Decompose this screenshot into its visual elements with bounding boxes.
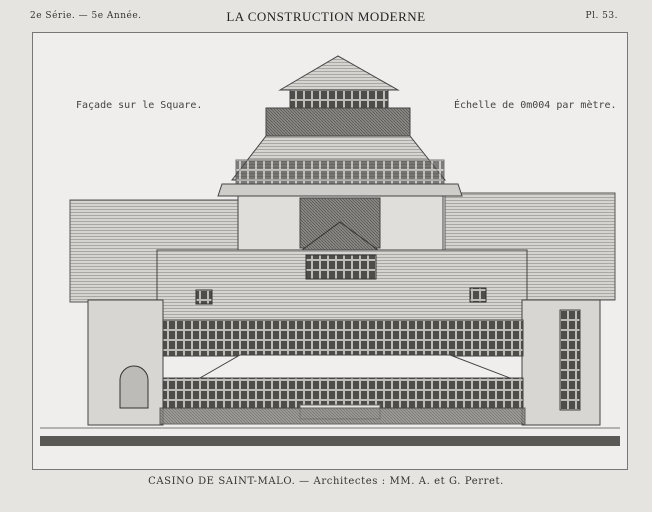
journal-title: LA CONSTRUCTION MODERNE xyxy=(226,9,426,24)
plate-caption: CASINO DE SAINT-MALO. — Architectes : MM… xyxy=(148,476,504,487)
tower-dormer-row xyxy=(235,159,445,185)
veranda-canopy xyxy=(198,354,511,379)
scale-label: Échelle de 0m004 par mètre. xyxy=(454,100,617,111)
series-label: 2e Série. — 5e Année. xyxy=(30,11,142,21)
tower-roof-top xyxy=(278,55,400,91)
first-floor xyxy=(162,319,524,357)
tower-balcony xyxy=(265,107,411,137)
ground-line xyxy=(40,436,620,446)
tower-eave xyxy=(217,183,463,197)
right-pavilion-windows xyxy=(559,309,581,411)
view-label: Façade sur le Square. xyxy=(76,100,203,111)
terrace-wall xyxy=(159,407,526,425)
ground-floor xyxy=(162,377,524,409)
dormer-left xyxy=(195,289,213,305)
left-arch-door xyxy=(119,365,149,409)
dormer-right xyxy=(469,287,487,303)
central-dormer xyxy=(305,254,377,280)
plate-number: Pl. 53. xyxy=(585,11,618,21)
tower-upper xyxy=(289,89,389,111)
